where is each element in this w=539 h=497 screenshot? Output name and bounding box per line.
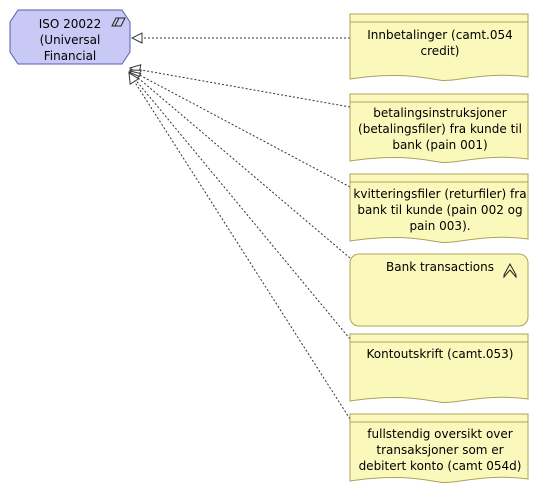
- iso20022-node[interactable]: [9, 9, 131, 65]
- node-label-line: kvitteringsfiler (returfiler) fra: [353, 187, 527, 201]
- node-label-line: bank (pain 001): [392, 138, 488, 152]
- document-shape: [349, 93, 529, 163]
- bank-transactions-node[interactable]: [349, 253, 529, 327]
- iso20022-label: ISO 20022 (Universal Financial: [18, 16, 122, 64]
- node-label-line: (betalingsfiler) fra kunde til: [358, 122, 522, 136]
- node-label-line: fullstendig oversikt over: [367, 427, 513, 441]
- innbetalinger-label: Innbetalinger (camt.054 credit): [352, 27, 528, 59]
- realization-edge: [129, 72, 351, 340]
- kontoutskrift-label: Kontoutskrift (camt.053): [352, 346, 528, 362]
- node-label-line: Kontoutskrift (camt.053): [366, 347, 514, 361]
- realization-edge: [130, 71, 351, 259]
- business-object-shape: [349, 253, 529, 327]
- iso20022-label-line: ISO 20022: [38, 17, 102, 31]
- node-label-line: transaksjoner som er: [376, 443, 504, 457]
- bank-transactions-label: Bank transactions: [352, 259, 528, 275]
- realization-edge: [130, 68, 351, 108]
- realization-edge: [130, 70, 351, 188]
- fullstendig-oversikt-node[interactable]: [349, 413, 529, 483]
- document-shape: [349, 413, 529, 483]
- node-label-line: debitert konto (camt 054d): [358, 459, 522, 473]
- document-shape: [349, 13, 529, 81]
- kvitteringsfiler-node[interactable]: [349, 173, 529, 243]
- realization-edges: [129, 38, 351, 420]
- node-label-line: Bank transactions: [386, 260, 494, 274]
- innbetalinger-node[interactable]: [349, 13, 529, 81]
- betalingsinstrukser-node[interactable]: [349, 93, 529, 163]
- iso20022-label-line: (Universal: [39, 33, 101, 47]
- realization-edge: [129, 73, 351, 420]
- node-label-line: Innbetalinger (camt.054: [367, 28, 513, 42]
- kontoutskrift-node[interactable]: [349, 333, 529, 403]
- fullstendig-oversikt-label: fullstendig oversikt over transaksjoner …: [352, 426, 528, 474]
- node-label-line: betalingsinstruksjoner: [373, 106, 507, 120]
- data-format-parallelogram-icon: [111, 17, 126, 27]
- iso20022-label-line: Financial: [43, 49, 97, 63]
- node-label-line: bank til kunde (pain 002 og: [357, 203, 523, 217]
- node-label-line: pain 003).: [409, 219, 471, 233]
- node-label-line: credit): [420, 44, 460, 58]
- chevron-up-icon: [503, 262, 517, 279]
- document-shape: [349, 333, 529, 403]
- betalingsinstrukser-label: betalingsinstruksjoner (betalingsfiler) …: [352, 105, 528, 153]
- iso20022-node-shape: [9, 9, 131, 65]
- document-shape: [349, 173, 529, 243]
- kvitteringsfiler-label: kvitteringsfiler (returfiler) fra bank t…: [352, 186, 528, 234]
